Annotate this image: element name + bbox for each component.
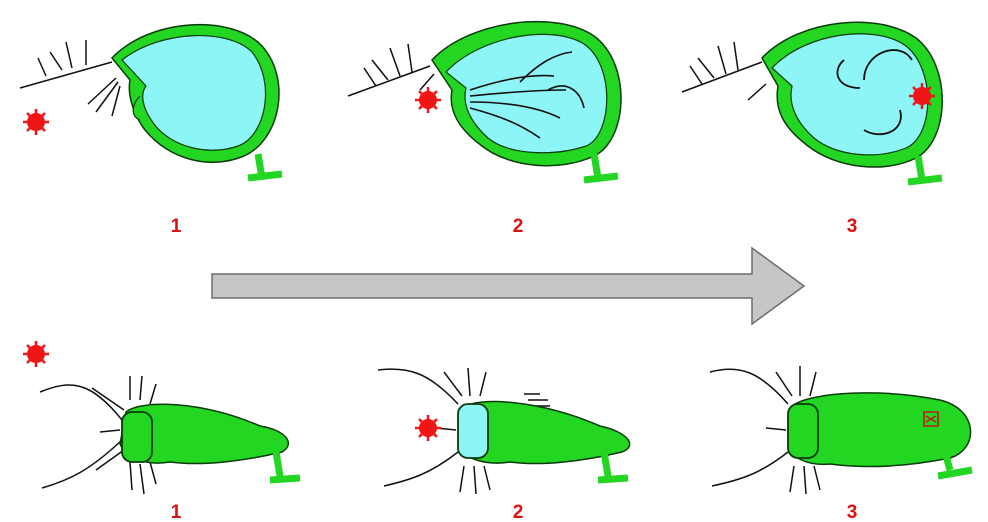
bottom-label-2: 2	[513, 502, 524, 522]
trap-door	[788, 404, 818, 458]
top-label-1: 1	[171, 216, 182, 237]
trigger-hairs	[682, 42, 766, 100]
bottom-bladder-2	[378, 368, 630, 494]
trigger-hairs	[20, 40, 120, 116]
bottom-bladder-1	[23, 341, 300, 494]
bottom-bladder-3	[710, 366, 972, 494]
top-label-2: 2	[513, 216, 524, 237]
bottom-label-1: 1	[171, 502, 182, 522]
prey-organism-icon	[415, 87, 441, 113]
bladder-interior	[122, 36, 266, 151]
prey-organism-icon	[415, 415, 441, 441]
trap-door-open	[458, 404, 488, 458]
bottom-label-3: 3	[847, 502, 858, 522]
top-label-3: 3	[847, 216, 858, 237]
top-bladder-3	[682, 22, 942, 182]
stalk	[248, 154, 282, 178]
prey-organism-icon	[23, 341, 49, 367]
stalk	[598, 452, 628, 480]
sequence-arrow-icon	[212, 248, 804, 324]
top-bladder-1	[20, 25, 282, 178]
trap-door	[122, 412, 152, 462]
top-bladder-2	[348, 22, 621, 180]
stalk	[270, 452, 300, 480]
trigger-hairs	[348, 44, 434, 96]
prey-organism-icon	[23, 109, 49, 135]
